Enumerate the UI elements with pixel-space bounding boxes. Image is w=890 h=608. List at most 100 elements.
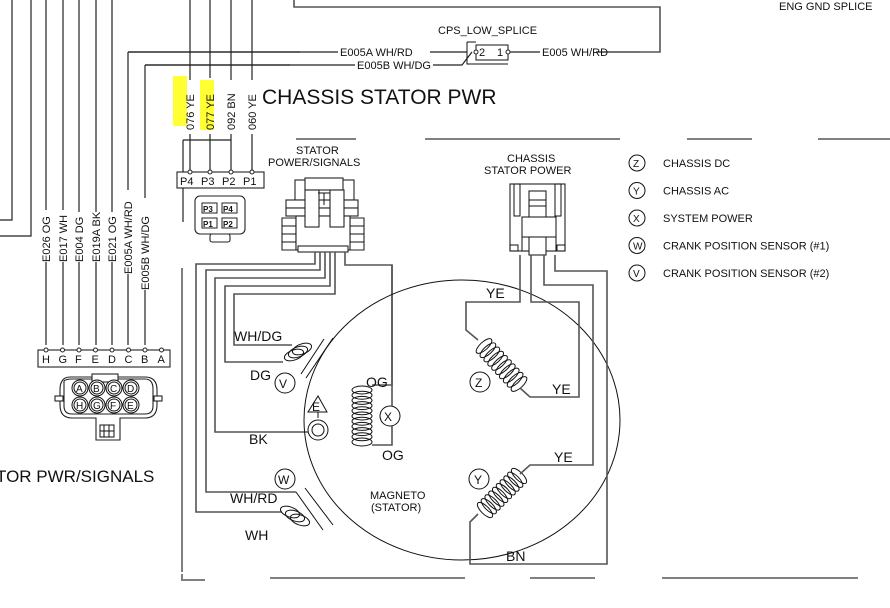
coil-y [476,467,528,519]
marker-x: X [384,410,392,424]
legend-symbol-letter: V [633,269,640,280]
face-pin-inner [90,398,104,412]
face-pin-inner [107,398,121,412]
splice-pin-2: 2 [479,47,485,59]
legend-item-label: CRANK POSITION SENSOR (#1) [663,241,829,253]
eng-gnd-splice-label: ENG GND SPLICE [779,1,873,13]
coil-turn [351,395,373,405]
coil-turn [351,406,373,416]
label-wh-rd: WH/RD [230,490,277,506]
magneto-label-1: MAGNETO [370,490,426,502]
highlight-076 [173,76,187,126]
legend-symbol-letter: W [633,242,643,253]
left-pin-f: F [75,354,82,366]
legend-symbol-w-icon [628,237,646,254]
chassis-connector-title-2: STATOR POWER [484,165,571,177]
wire-label-060: 060 YE [247,94,259,130]
left-pin-a: A [158,354,166,366]
stator-connector-body [281,177,365,253]
coil-turn [487,350,505,367]
legend-symbol-y-icon [628,182,646,199]
splice-pin-1: 1 [497,47,503,59]
coil-turn [476,501,494,519]
section-dividers [181,138,890,581]
p-connector-face: P3 P4 P1 P2 [194,195,246,243]
left-connector-title: TOR PWR/SIGNALS [0,467,154,486]
face-pin-inner [73,398,87,412]
p-face-p3: P3 [203,205,213,214]
coil-turn [507,471,524,488]
face-pin-inner [90,381,104,395]
coil-z [475,338,528,392]
face-pin-e: E [127,401,134,412]
wire-label-e005b: E005B WH/DG [140,216,152,290]
wire-label-e019a: E019A BK [91,211,103,262]
label-ye-low: YE [554,449,573,465]
legend-item-label: CHASSIS DC [663,158,730,170]
p-pin-1: P1 [243,176,256,188]
p-face-p1: P1 [203,220,213,229]
face-pin-inner [124,398,138,412]
chassis-wires [465,255,608,565]
wire-label-e017: E017 WH [58,215,70,262]
coil-turn [480,498,497,515]
left-pin-dot [142,347,148,353]
p-connector-pin-strip: P4 P3 P2 P1 [176,169,265,189]
coil-turn [491,486,509,504]
left-wire-labels: E026 OG E017 WH E004 DG E019A BK E021 OG… [41,201,152,290]
left-pin-d: D [108,354,116,366]
coil-turn [495,359,512,375]
marker-w: W [278,473,290,487]
magneto-label-2: (STATOR) [371,502,421,514]
coil-turn [510,376,528,392]
left-pin-dot [159,347,164,353]
label-wh: WH [245,527,268,543]
coil-turn [351,432,373,442]
left-pin-dot [109,347,115,353]
stator-wires-left [195,252,393,513]
wire-label-e021: E021 OG [107,216,119,262]
left-pin-dot [93,347,98,353]
splice-wire-in-a: E005A WH/RD [340,47,413,59]
face-pin-b: B [93,384,100,395]
stator-connector-title-1: STATOR [296,145,339,157]
splice-wire-in-b: E005B WH/DG [357,60,431,72]
label-dg: DG [250,367,271,383]
coil-turn [479,342,497,359]
magneto-stator-circle [303,279,621,561]
face-pin-inner [73,381,87,395]
p-pin-4: P4 [180,176,193,188]
coil-turn [502,367,520,384]
coil-turn [351,437,373,447]
coil-markers: V X W Z Y [274,371,491,490]
legend-symbol-v-icon [628,264,646,282]
coil-turn [351,390,373,400]
wire-label-076: 076 YE [185,94,197,130]
left-pin-dot [43,347,49,353]
wire-label-e004: E004 DG [74,217,86,262]
highlight-077 [200,80,214,130]
coil-turn [483,346,501,363]
left-pin-b: B [141,354,148,366]
coil-turn [351,427,373,437]
coil-turn [503,475,520,492]
marker-z: Z [475,376,482,390]
left-pin-dot [76,347,82,353]
p-connector-wires: 076 YE 077 YE 092 BN 060 YE [173,0,259,222]
splice-cps-low: CPS_LOW_SPLICE 2 1 E005A WH/RD E005B WH/… [340,25,608,72]
face-pin-g: G [93,401,101,412]
legend-symbol-z-icon [628,154,646,172]
label-og-bottom: OG [382,447,404,463]
wire-label-077: 077 YE [205,94,217,130]
face-pin-h: H [76,401,83,412]
label-bn: BN [506,548,525,564]
coil-turn [491,355,508,371]
wire-label-e005a: E005A WH/RD [123,201,135,274]
left-pin-dot [126,347,131,353]
face-pin-f: F [110,401,116,412]
p-face-p4: P4 [223,205,233,214]
splice-wire-out: E005 WH/RD [542,47,608,59]
coil-turn [351,385,373,395]
